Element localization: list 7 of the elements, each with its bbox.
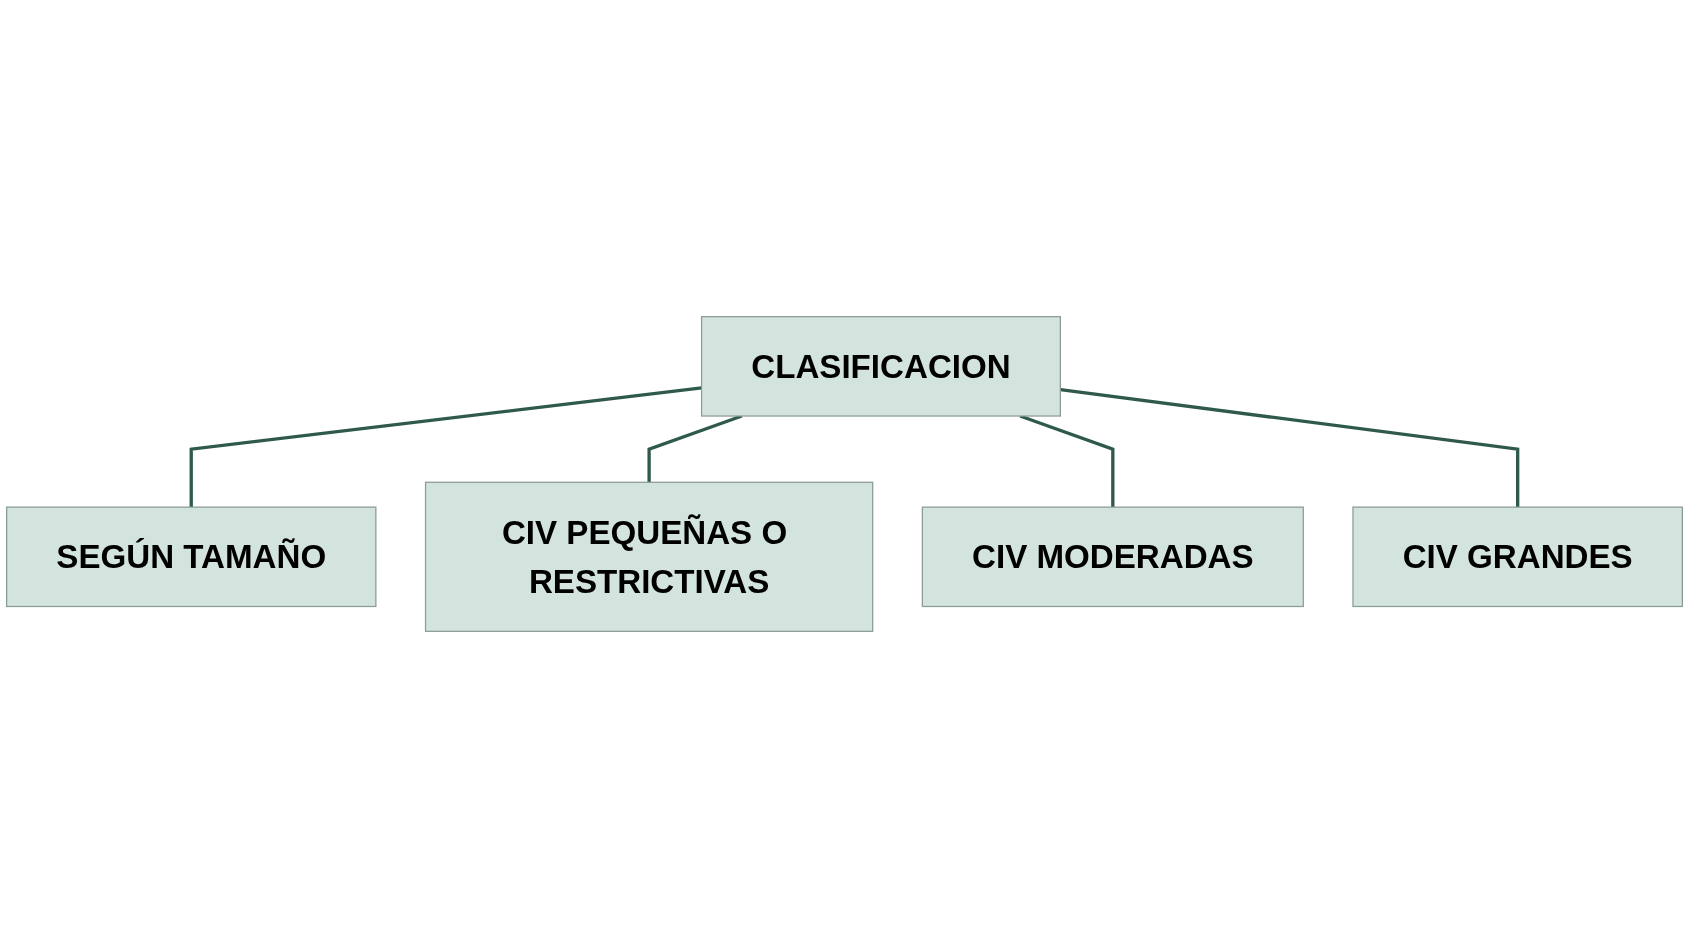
- node-box: SEGÚN TAMAÑO: [6, 506, 377, 608]
- connector: [1060, 388, 1520, 508]
- node-box: CIV MODERADAS: [921, 506, 1304, 608]
- node-box: CLASIFICACION: [700, 316, 1061, 417]
- node-box: CIV PEQUEÑAS O RESTRICTIVAS: [424, 481, 874, 632]
- connector: [189, 386, 702, 508]
- node-box: CIV GRANDES: [1352, 506, 1683, 608]
